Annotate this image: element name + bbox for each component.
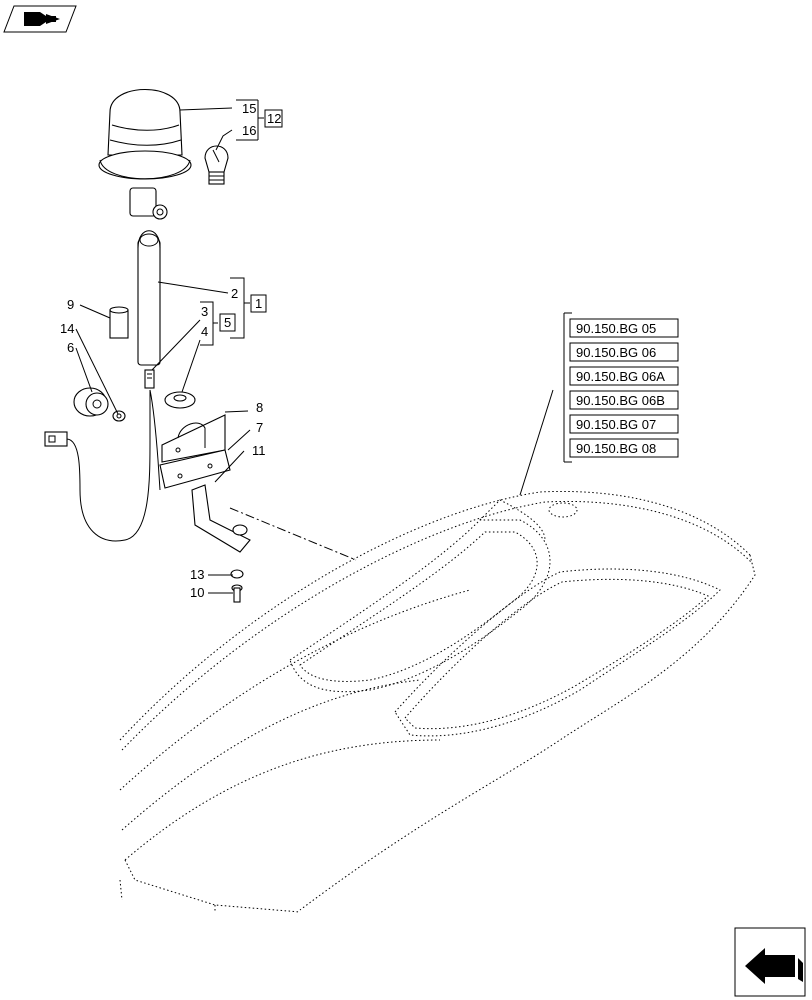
callout-5: 5 xyxy=(224,315,231,330)
callout-5-box xyxy=(219,313,236,332)
ref-5: 90.150.BG 07 xyxy=(576,417,656,432)
callout-13: 13 xyxy=(190,567,204,582)
callout-15: 15 xyxy=(242,101,256,116)
callout-labels: 15 16 12 2 1 3 4 5 9 14 6 8 7 11 13 10 xyxy=(60,101,283,600)
screw xyxy=(231,584,243,603)
callout-6: 6 xyxy=(67,340,74,355)
ref-box-1 xyxy=(569,318,679,338)
ref-box-5 xyxy=(569,414,679,434)
callout-8: 8 xyxy=(256,400,263,415)
ref-2: 90.150.BG 06 xyxy=(576,345,656,360)
ref-box-6 xyxy=(569,438,679,458)
ref-box-3 xyxy=(569,366,679,386)
cable-with-plug xyxy=(44,389,161,542)
sleeve xyxy=(109,306,129,339)
callout-11: 11 xyxy=(252,443,266,458)
callout-9: 9 xyxy=(67,297,74,312)
beacon-lamp xyxy=(98,88,192,220)
connector xyxy=(144,369,155,389)
ref-box-4 xyxy=(569,390,679,410)
callout-7: 7 xyxy=(256,420,263,435)
ref-6: 90.150.BG 08 xyxy=(576,441,656,456)
previous-page-arrow-icon[interactable] xyxy=(734,927,806,997)
bracket-middle xyxy=(159,449,231,489)
cab-roof xyxy=(119,490,756,913)
callout-1: 1 xyxy=(255,296,262,311)
callout-10: 10 xyxy=(190,585,204,600)
leader-lines xyxy=(75,99,572,594)
ref-4: 90.150.BG 06B xyxy=(576,393,665,408)
knob xyxy=(73,387,109,417)
ref-box-2 xyxy=(569,342,679,362)
callout-3: 3 xyxy=(201,304,208,319)
callout-1-box xyxy=(250,294,267,313)
ref-3: 90.150.BG 06A xyxy=(576,369,665,384)
washer-small xyxy=(230,569,244,579)
washer xyxy=(112,410,126,422)
reference-list: 90.150.BG 05 90.150.BG 06 90.150.BG 06A … xyxy=(569,318,679,458)
grommet xyxy=(164,391,196,409)
bulb xyxy=(204,145,229,185)
bracket-lower xyxy=(191,484,251,553)
reference-line xyxy=(229,507,357,561)
callout-12: 12 xyxy=(267,111,281,126)
callout-14: 14 xyxy=(60,321,74,336)
callout-12-box xyxy=(264,109,283,128)
ref-1: 90.150.BG 05 xyxy=(576,321,656,336)
callout-16: 16 xyxy=(242,123,256,138)
mast-tube xyxy=(137,230,161,366)
next-page-arrow-icon[interactable] xyxy=(3,5,77,33)
callout-4: 4 xyxy=(201,324,208,339)
callout-2: 2 xyxy=(231,286,238,301)
